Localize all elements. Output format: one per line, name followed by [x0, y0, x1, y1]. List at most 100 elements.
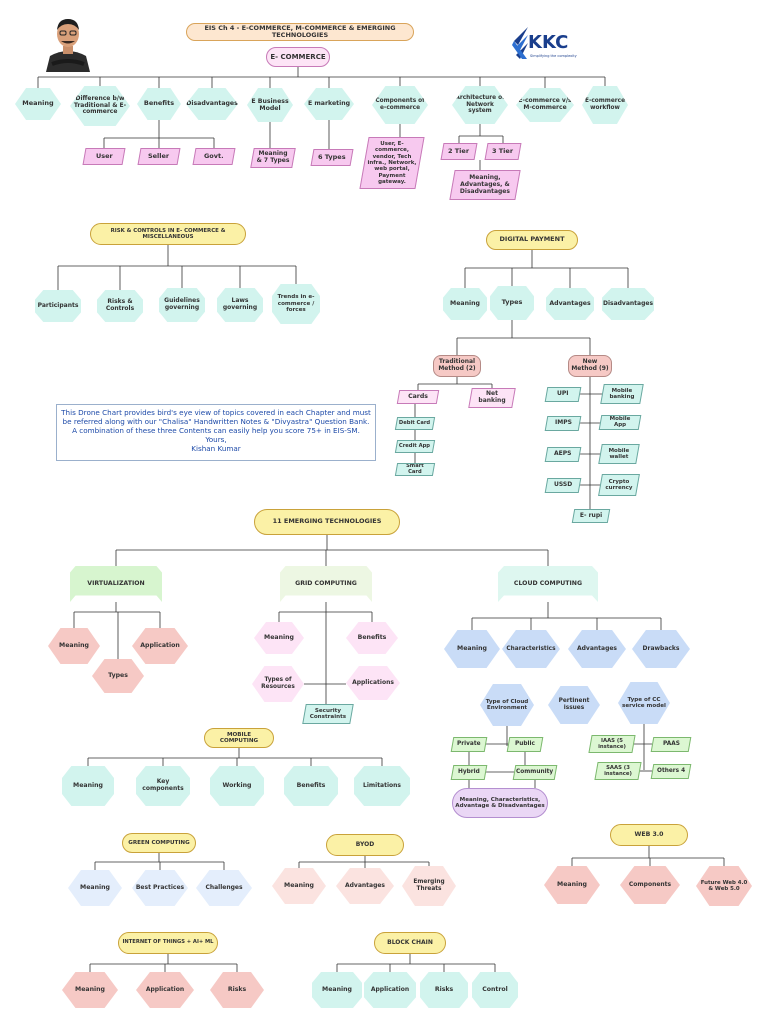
kkc-logo-text: KKC [528, 32, 569, 53]
dp-new: New Method (9) [568, 355, 612, 377]
dp-debit-card: Debit Card [394, 417, 436, 430]
dp-netbanking: Net banking [468, 388, 516, 408]
components-list-label: User, E-commerce, vendor, Tech infra., N… [367, 140, 417, 185]
arch-3tier-label: 3 Tier [492, 146, 514, 155]
cloud-service-model: Type of CC service model [618, 682, 670, 724]
env-private: Private [450, 737, 488, 752]
risk-guidelines: Guidelines governing [159, 288, 205, 322]
dp-credit-app: Credit App [394, 440, 436, 453]
ecom-meaning: Meaning [15, 88, 61, 120]
green-best-practices: Best Practices [132, 870, 188, 906]
byod-emerging-threats: Emerging Threats [402, 866, 456, 906]
arch-3tier: 3 Tier [484, 143, 522, 160]
mobile-title: MOBILE COMPUTING [204, 728, 274, 748]
ecom-business-model: E Business Model [247, 88, 293, 122]
grid-security-label: Security Constraints [309, 707, 347, 720]
iot-application: Application [136, 972, 194, 1008]
dp-smart-card-label: Smart Card [406, 463, 424, 475]
benefit-seller: Seller [137, 148, 181, 165]
grid-resources: Types of Resources [252, 666, 304, 702]
cloud-pertinent: Pertinent issues [548, 686, 600, 724]
blockchain-control: Control [472, 972, 518, 1008]
web3-future: Future Web 4.0 & Web 5.0 [696, 866, 752, 906]
dp-mobile-banking-label: Mobile banking [609, 387, 635, 400]
env-hybrid-label: Hybrid [458, 769, 480, 776]
dp-upi: UPI [544, 387, 582, 402]
risk-participants: Participants [35, 290, 81, 322]
risk-root: RISK & CONTROLS IN E- COMMERCE & MISCELL… [90, 223, 246, 245]
ecom-components: Components of e-commerce [372, 86, 428, 124]
dp-types: Types [490, 286, 534, 320]
ecom-marketing: E marketing [304, 88, 354, 120]
web3-meaning: Meaning [544, 866, 600, 904]
blockchain-application: Application [364, 972, 416, 1008]
virt-types: Types [92, 659, 144, 693]
blockchain-risks: Risks [420, 972, 468, 1008]
benefit-govt-label: Govt. [204, 151, 224, 160]
cloud-env: Type of Cloud Environment [480, 684, 534, 726]
virt-application: Application [132, 628, 188, 664]
benefit-govt: Govt. [192, 148, 236, 165]
iot-risks: Risks [210, 972, 264, 1008]
dp-imps: IMPS [544, 416, 582, 431]
chapter-title: EIS Ch 4 - E-COMMERCE, M-COMMERCE & EMER… [186, 23, 414, 41]
web3-title: WEB 3.0 [610, 824, 688, 846]
ecom-workflow: E-commerce workflow [582, 86, 628, 124]
note-line-1: This Drone Chart provides bird's eye vie… [61, 408, 371, 417]
benefit-seller-label: Seller [148, 151, 170, 160]
ecom-vs-mcommerce: E-commerce v/s M-commerce [516, 88, 574, 122]
kkc-logo: KKC Simplifying the complexity [510, 25, 577, 65]
benefit-user: User [82, 148, 126, 165]
risk-laws: Laws governing [217, 288, 263, 322]
service-paas: PAAS [650, 737, 692, 752]
dp-mobile-banking: Mobile banking [600, 384, 644, 404]
iot-meaning: Meaning [62, 972, 118, 1008]
components-list: User, E-commerce, vendor, Tech infra., N… [359, 137, 425, 189]
ecom-difference: Difference b/w Traditional & E-commerce [70, 86, 130, 126]
service-saas-label: SAAS (3 instance) [604, 764, 632, 777]
cloud-advantages: Advantages [568, 630, 626, 668]
ecom-benefits: Benefits [137, 88, 181, 120]
dp-imps-label: IMPS [554, 419, 572, 427]
mobile-benefits: Benefits [284, 766, 338, 806]
env-public-label: Public [515, 741, 535, 748]
env-public: Public [506, 737, 544, 752]
dp-cards: Cards [396, 390, 440, 404]
mobile-limitations: Limitations [354, 766, 410, 806]
dp-advantages: Advantages [546, 288, 594, 320]
byod-title: BYOD [326, 834, 404, 856]
kkc-logo-mark [512, 27, 528, 59]
cloud-characteristics: Characteristics [502, 630, 560, 668]
cloud-meaning: Meaning [444, 630, 500, 668]
dp-ussd: USSD [544, 478, 582, 493]
dp-netbanking-label: Net banking [478, 390, 506, 404]
service-others-label: Others 4 [656, 768, 686, 775]
kkc-logo-tagline: Simplifying the complexity [530, 54, 577, 58]
risk-risks-controls: Risks & Controls [97, 290, 143, 322]
dp-aeps: AEPS [544, 447, 582, 462]
grid-meaning: Meaning [254, 622, 304, 654]
dp-cards-label: Cards [408, 393, 428, 401]
ecommerce-root: E- COMMERCE [266, 47, 330, 67]
dp-crypto-label: Crypto currency [605, 478, 633, 491]
mobile-meaning: Meaning [62, 766, 114, 806]
env-community-label: Community [516, 769, 554, 776]
dp-mobile-app-label: Mobile App [609, 416, 631, 429]
env-community: Community [512, 765, 558, 780]
arch-detail-label: Meaning, Advantages, & Disadvantages [459, 173, 511, 195]
service-paas-label: PAAS [662, 741, 680, 748]
ecom-disadvantages: Disadvantages [186, 88, 238, 120]
arch-2tier-label: 2 Tier [448, 146, 470, 155]
service-others: Others 4 [650, 764, 692, 779]
green-title: GREEN COMPUTING [122, 833, 196, 853]
cloud-drawbacks: Drawbacks [632, 630, 690, 668]
note-line-4: Yours, [205, 435, 227, 444]
dp-crypto: Crypto currency [598, 474, 640, 496]
mobile-key-components: Key components [136, 766, 190, 806]
dp-mobile-wallet: Mobile wallet [598, 444, 640, 464]
drone-chart-note: This Drone Chart provides bird's eye vie… [56, 404, 376, 461]
blockchain-meaning: Meaning [312, 972, 362, 1008]
business-model-types-label: Meaning & 7 Types [256, 150, 290, 164]
dp-smart-card: Smart Card [394, 463, 436, 476]
